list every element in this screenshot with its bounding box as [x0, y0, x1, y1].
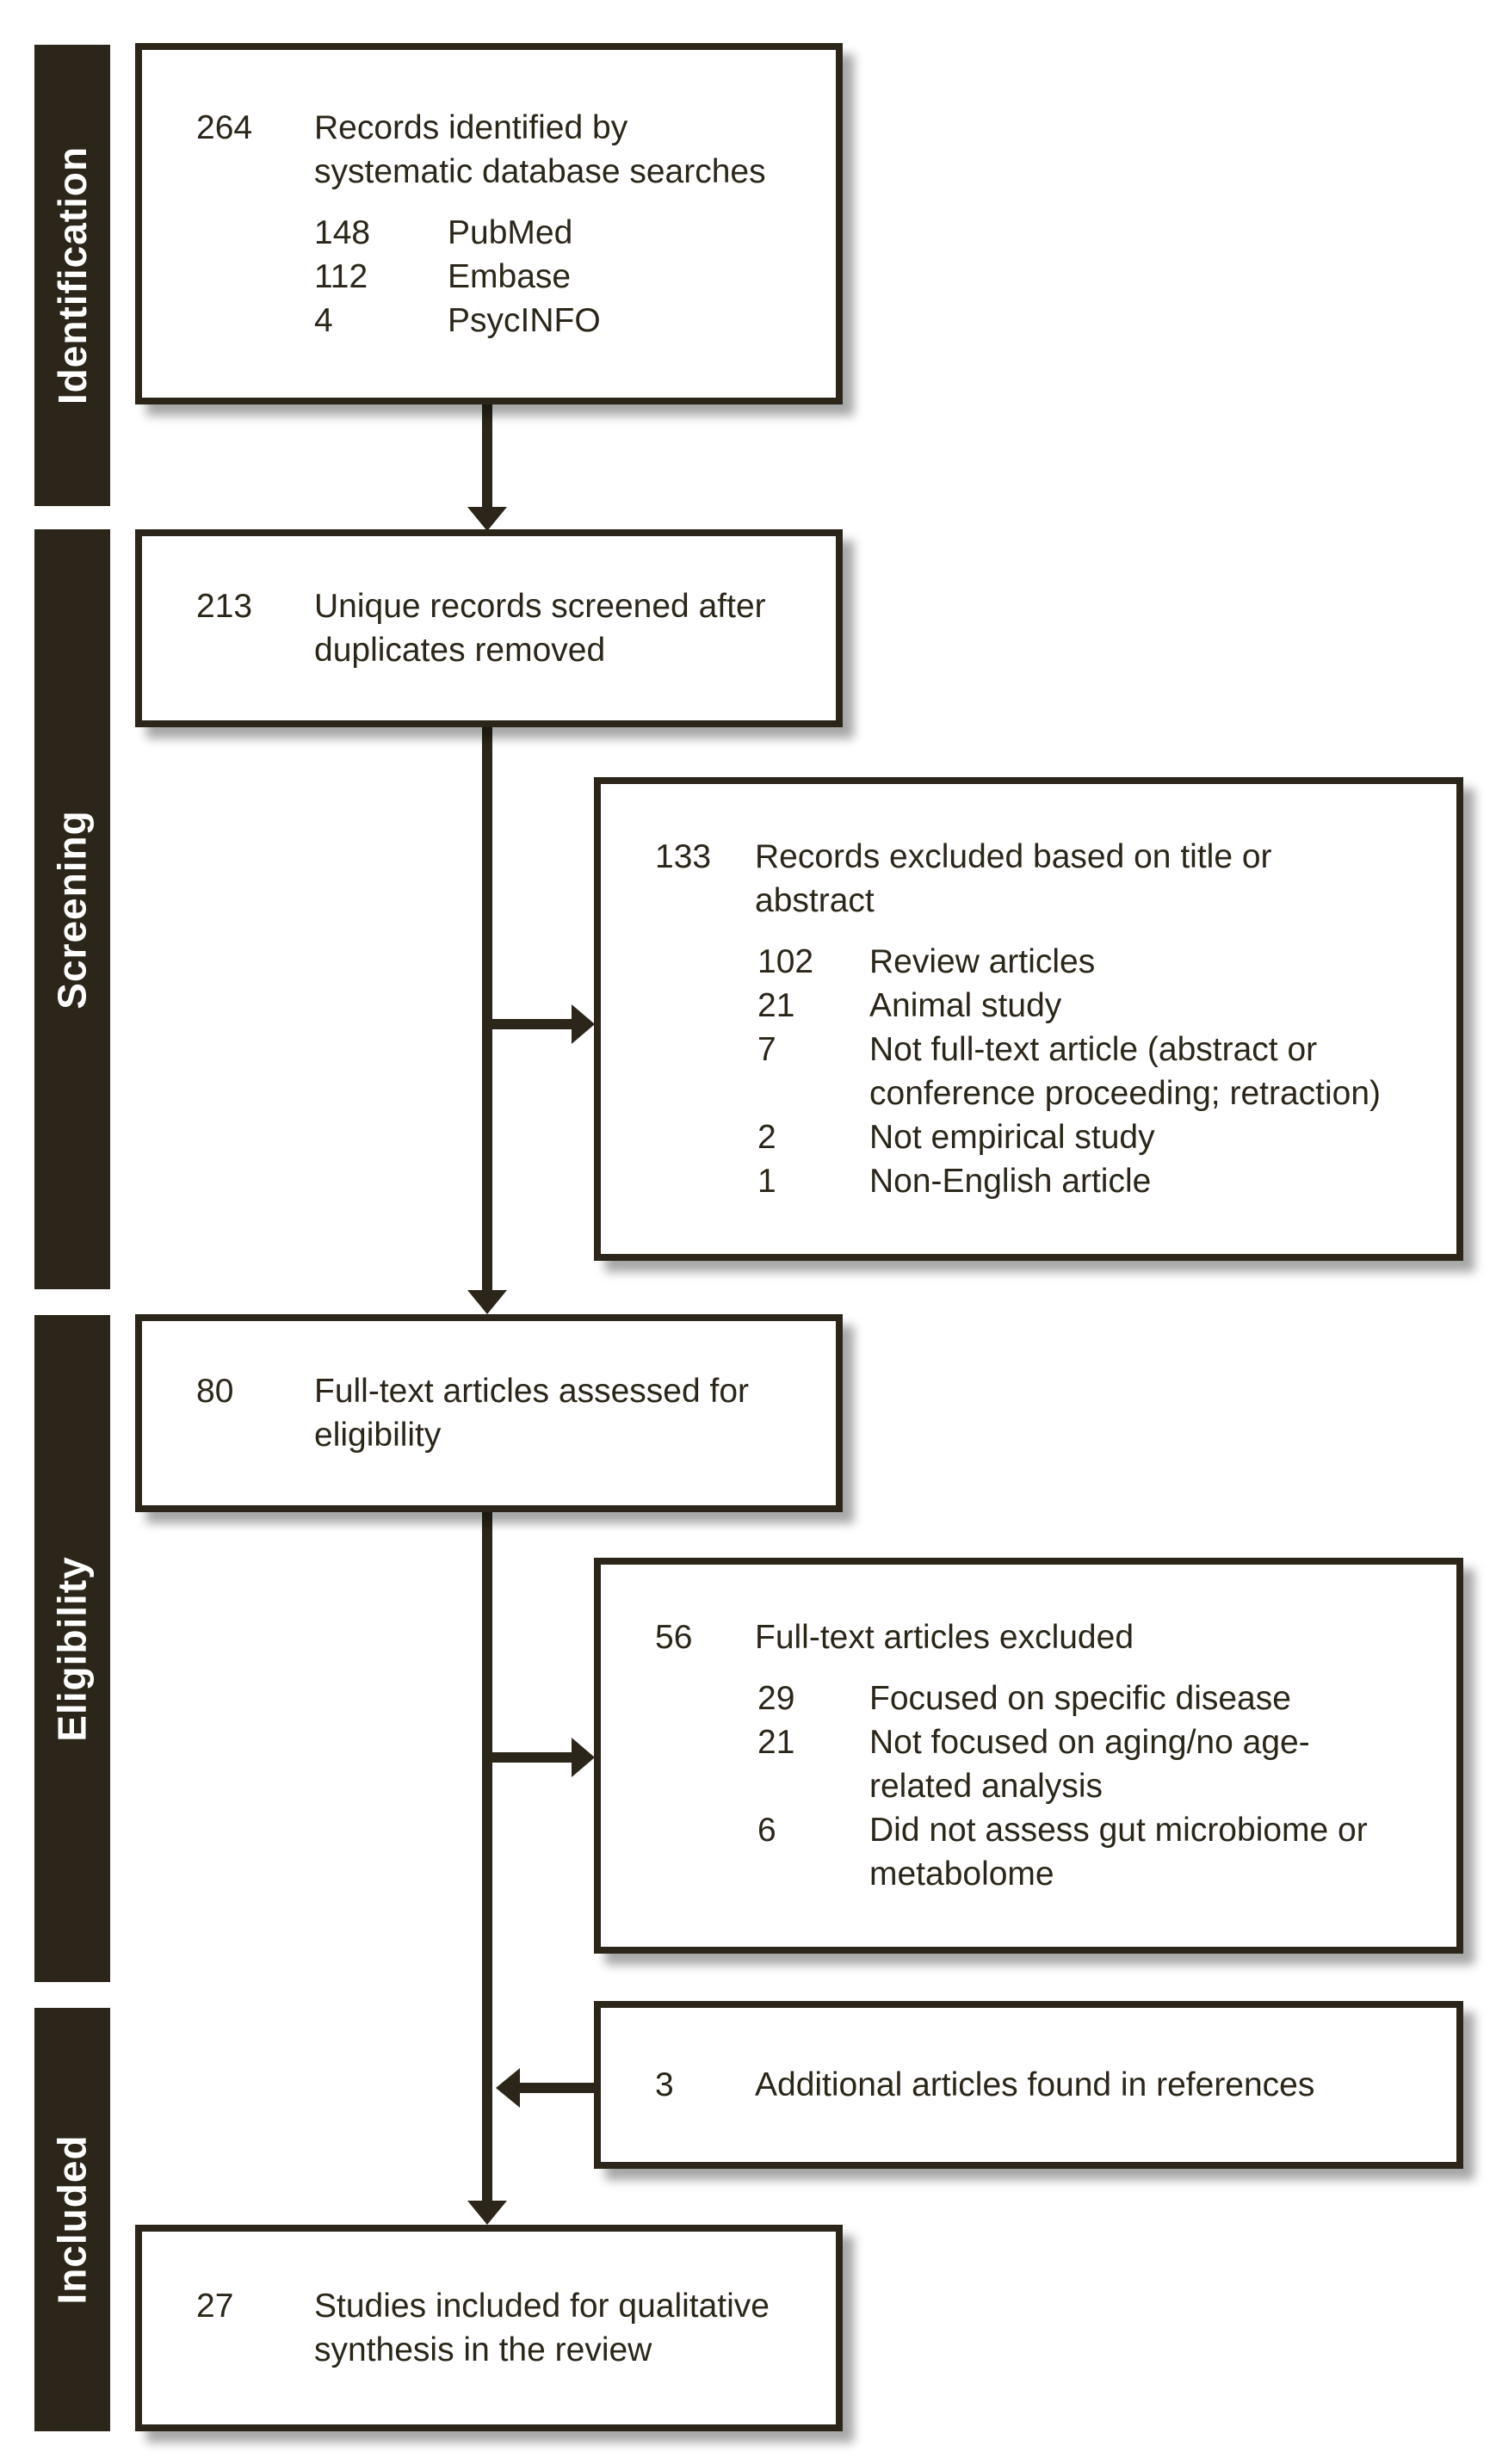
excluded-screening-label: Records excluded based on title or abstr… — [755, 838, 1272, 919]
reason-label: Review articles — [869, 943, 1096, 980]
reason-label: Not empirical study — [869, 1119, 1155, 1156]
source-row: 4 PsycINFO — [314, 299, 827, 343]
reason-count: 21 — [757, 987, 795, 1024]
reason-count: 2 — [757, 1119, 776, 1156]
reason-row: 29 Focused on specific disease — [757, 1677, 1448, 1720]
connector-identified-to-screened — [482, 404, 492, 507]
spacer — [196, 194, 827, 211]
connector-additional-articles — [520, 2083, 594, 2093]
reason-row: 1 Non-English article — [757, 1159, 1448, 1203]
stage-bar-screening: Screening — [34, 529, 110, 1289]
box-fulltext-excluded: 56 Full-text articles excluded 29 Focuse… — [594, 1558, 1463, 1954]
additional-articles-count: 3 — [655, 2066, 674, 2103]
source-psycinfo-label: PsycINFO — [448, 301, 601, 339]
reason-count: 1 — [757, 1163, 776, 1200]
box-records-screened: 213 Unique records screened after duplic… — [135, 529, 843, 727]
record-count-row: 3 Additional articles found in reference… — [655, 2063, 1448, 2107]
stage-label-eligibility: Eligibility — [50, 1555, 95, 1742]
reason-row: 2 Not empirical study — [757, 1115, 1448, 1159]
stage-bar-identification: Identification — [34, 45, 110, 506]
arrow-right-icon — [572, 1004, 595, 1044]
stage-bar-eligibility: Eligibility — [34, 1315, 110, 1982]
stage-label-included: Included — [50, 2134, 95, 2305]
reason-count: 29 — [757, 1680, 795, 1717]
spacer — [655, 923, 1448, 940]
record-count-row: 213 Unique records screened after duplic… — [196, 584, 827, 672]
records-screened-label: Unique records screened after duplicates… — [314, 588, 766, 669]
excluded-screening-count: 133 — [655, 838, 712, 875]
connector-branch-excluded-fulltext — [487, 1752, 573, 1763]
source-embase-label: Embase — [448, 257, 572, 295]
fulltext-excluded-count: 56 — [655, 1619, 693, 1656]
records-screened-count: 213 — [196, 588, 253, 625]
studies-included-label: Studies included for qualitative synthes… — [314, 2288, 770, 2368]
source-psycinfo-count: 4 — [314, 301, 333, 339]
arrow-right-icon — [572, 1738, 595, 1777]
reason-count: 102 — [757, 943, 814, 980]
fulltext-assessed-label: Full-text articles assessed for eligibil… — [314, 1373, 750, 1454]
fulltext-excluded-label: Full-text articles excluded — [755, 1619, 1134, 1656]
source-row: 112 Embase — [314, 255, 827, 299]
reason-label: Not full-text article (abstract or confe… — [869, 1031, 1382, 1112]
reason-count: 6 — [757, 1812, 776, 1849]
arrow-down-icon — [467, 1290, 507, 1314]
box-studies-included: 27 Studies included for qualitative synt… — [135, 2225, 843, 2431]
connector-screened-to-assessed — [482, 727, 492, 1290]
connector-branch-excluded-screening — [487, 1019, 573, 1029]
reason-label: Non-English article — [869, 1163, 1152, 1200]
record-count-row: 133 Records excluded based on title or a… — [655, 835, 1448, 923]
records-identified-label: Records identified by systematic databas… — [314, 108, 766, 190]
fulltext-assessed-count: 80 — [196, 1373, 234, 1410]
reason-label: Focused on specific disease — [869, 1680, 1291, 1717]
record-count-row: 80 Full-text articles assessed for eligi… — [196, 1369, 827, 1457]
source-row: 148 PubMed — [314, 211, 827, 255]
records-identified-count: 264 — [196, 108, 253, 146]
box-fulltext-assessed: 80 Full-text articles assessed for eligi… — [135, 1314, 843, 1512]
stage-bar-included: Included — [34, 2008, 110, 2431]
source-embase-count: 112 — [314, 257, 368, 295]
reason-row: 21 Animal study — [757, 984, 1448, 1028]
reason-row: 7 Not full-text article (abstract or con… — [757, 1028, 1448, 1115]
reason-count: 7 — [757, 1031, 776, 1068]
stage-label-screening: Screening — [50, 809, 96, 1010]
stage-label-identification: Identification — [50, 145, 96, 405]
reason-label: Animal study — [869, 987, 1062, 1024]
source-pubmed-label: PubMed — [448, 213, 573, 251]
reason-row: 102 Review articles — [757, 940, 1448, 984]
spacer — [655, 1659, 1448, 1677]
arrow-down-icon — [467, 2201, 507, 2225]
reason-count: 21 — [757, 1724, 795, 1761]
reason-label: Not focused on aging/no age- related ana… — [869, 1724, 1310, 1805]
studies-included-count: 27 — [196, 2288, 234, 2325]
box-additional-articles: 3 Additional articles found in reference… — [594, 2001, 1463, 2169]
record-count-row: 264 Records identified by systematic dat… — [196, 106, 827, 194]
arrow-down-icon — [467, 507, 507, 531]
reason-row: 21 Not focused on aging/no age- related … — [757, 1720, 1448, 1808]
reason-row: 6 Did not assess gut microbiome or metab… — [757, 1808, 1448, 1896]
arrow-left-icon — [496, 2068, 520, 2108]
reason-label: Did not assess gut microbiome or metabol… — [869, 1812, 1368, 1893]
record-count-row: 27 Studies included for qualitative synt… — [196, 2284, 827, 2372]
connector-assessed-to-included — [482, 1512, 492, 2201]
record-count-row: 56 Full-text articles excluded — [655, 1615, 1448, 1659]
box-records-excluded-screening: 133 Records excluded based on title or a… — [594, 777, 1463, 1261]
box-records-identified: 264 Records identified by systematic dat… — [135, 43, 843, 404]
source-pubmed-count: 148 — [314, 213, 371, 251]
additional-articles-label: Additional articles found in references — [755, 2066, 1315, 2103]
